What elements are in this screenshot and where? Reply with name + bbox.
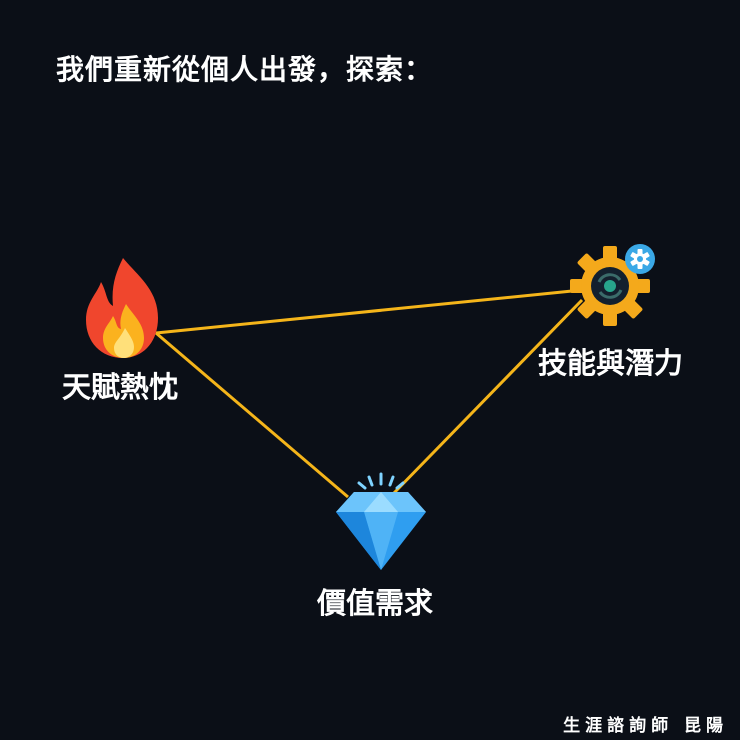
diamond-icon [336,472,426,570]
node-label-talent: 天賦熱忱 [62,370,179,404]
link-talent-skills [155,288,583,335]
link-skills-value [391,298,584,496]
fire-icon [86,258,158,358]
gear-icon [570,244,655,326]
author-credit: 生涯諮詢師 昆陽 [563,716,728,736]
page-title: 我們重新從個人出發，探索： [56,53,434,86]
link-talent-value [155,331,349,499]
node-label-skills: 技能與潛力 [538,346,684,380]
node-label-value: 價值需求 [317,586,434,620]
